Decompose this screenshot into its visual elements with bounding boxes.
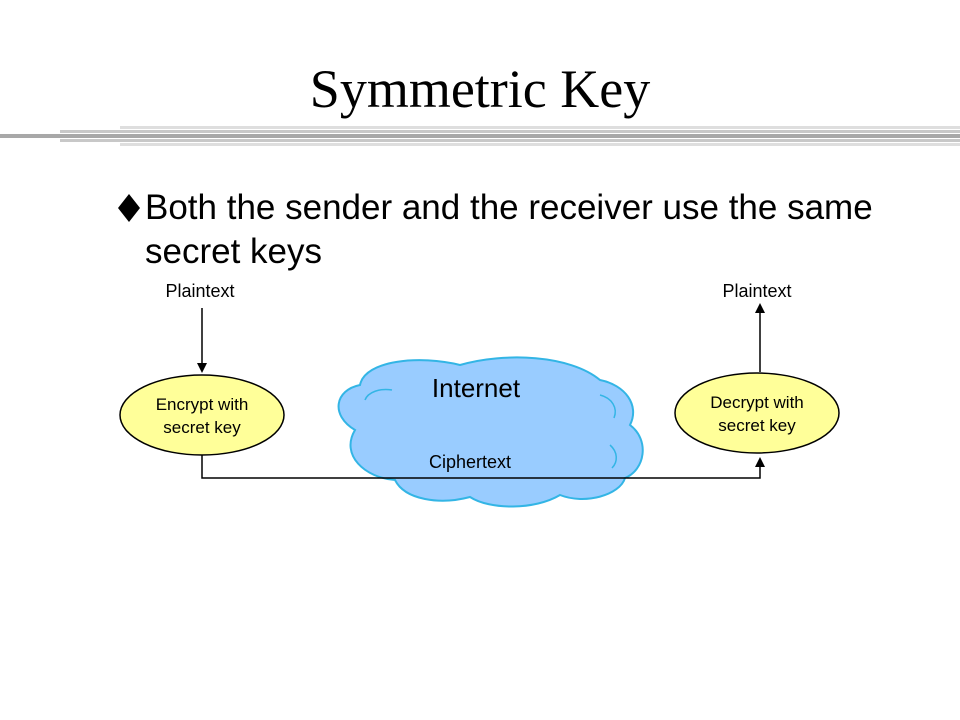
decrypt-label-line1: Decrypt with xyxy=(710,393,804,412)
encrypt-node xyxy=(119,374,285,456)
diamond-bullet-icon xyxy=(118,194,140,222)
ciphertext-path-arrow xyxy=(201,455,765,479)
bullet-point: Both the sender and the receiver use the… xyxy=(118,186,878,274)
internet-label: Internet xyxy=(432,373,521,403)
decrypt-node xyxy=(674,372,840,454)
title-divider xyxy=(0,124,960,146)
slide-title: Symmetric Key xyxy=(309,59,651,119)
ciphertext-label: Ciphertext xyxy=(429,452,511,472)
internet-cloud xyxy=(337,356,644,508)
decrypt-label-line2: secret key xyxy=(718,416,796,435)
encrypt-label-line1: Encrypt with xyxy=(156,395,249,414)
bullet-text: Both the sender and the receiver use the… xyxy=(145,188,873,271)
encrypt-label-line2: secret key xyxy=(163,418,241,437)
plaintext-right-label: Plaintext xyxy=(722,281,791,301)
plaintext-left-label: Plaintext xyxy=(165,281,234,301)
